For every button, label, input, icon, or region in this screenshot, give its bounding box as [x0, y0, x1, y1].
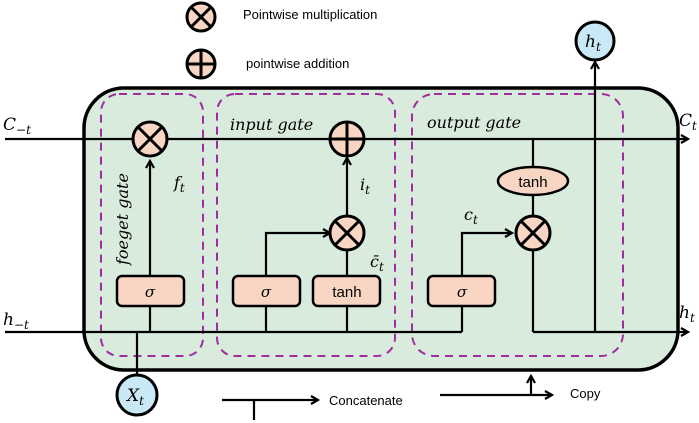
input-gate-region: [216, 93, 396, 357]
forget-signal-label: ft: [173, 173, 185, 195]
forget-multiply-op: [131, 120, 169, 158]
output-sigmoid-arrow: [460, 233, 512, 276]
output-multiply-op: [514, 214, 552, 252]
cell-prev-label: C−t: [3, 115, 31, 137]
lstm-cell: [82, 86, 680, 372]
input-multiply-op: [328, 214, 366, 252]
output-gate-label: output gate: [427, 113, 521, 132]
output-tanh-ellipse: tanh: [496, 165, 570, 197]
input-tanh-box: tanh: [311, 274, 382, 308]
forget-sigmoid-box: σ: [115, 274, 186, 308]
output-sigmoid-box: σ: [426, 274, 497, 308]
input-sigmoid-box: σ: [231, 274, 302, 308]
svg-text:Xt: Xt: [125, 386, 144, 408]
hidden-top-node: ht: [574, 20, 616, 62]
addition-icon: [185, 48, 217, 80]
svg-text:tanh: tanh: [332, 284, 361, 301]
cell-out-label: Ct: [679, 111, 697, 133]
x-input-node: Xt: [115, 373, 159, 417]
hidden-prev-label: h−t: [3, 310, 29, 332]
legend-addition-label: pointwise addition: [246, 56, 349, 71]
legend-copy-label: Copy: [570, 386, 601, 401]
input-signal-label: it: [360, 175, 370, 197]
input-add-op: [328, 120, 366, 158]
candidate-label: c̄t: [370, 252, 384, 274]
output-gate-region: [411, 93, 624, 357]
forget-gate-label: foeget gate: [113, 173, 132, 266]
svg-text:ht: ht: [585, 32, 601, 54]
svg-text:σ: σ: [261, 283, 272, 301]
svg-text:tanh: tanh: [518, 174, 547, 191]
multiplication-icon: [185, 1, 217, 33]
legend-multiplication-label: Pointwise multiplication: [243, 7, 377, 22]
legend-addition: pointwise addition: [185, 48, 349, 80]
hidden-out-label: ht: [679, 303, 695, 325]
concatenate-icon: [222, 400, 318, 420]
input-sigmoid-arrow: [264, 233, 330, 276]
output-signal-label: ct: [464, 205, 478, 227]
legend-multiplication: Pointwise multiplication: [185, 1, 377, 33]
svg-text:σ: σ: [145, 283, 156, 301]
legend-concatenate-label: Concatenate: [329, 393, 403, 408]
svg-text:σ: σ: [457, 283, 468, 301]
input-gate-label: input gate: [230, 115, 313, 134]
copy-icon: [440, 376, 552, 395]
forget-gate-region: [100, 93, 204, 357]
